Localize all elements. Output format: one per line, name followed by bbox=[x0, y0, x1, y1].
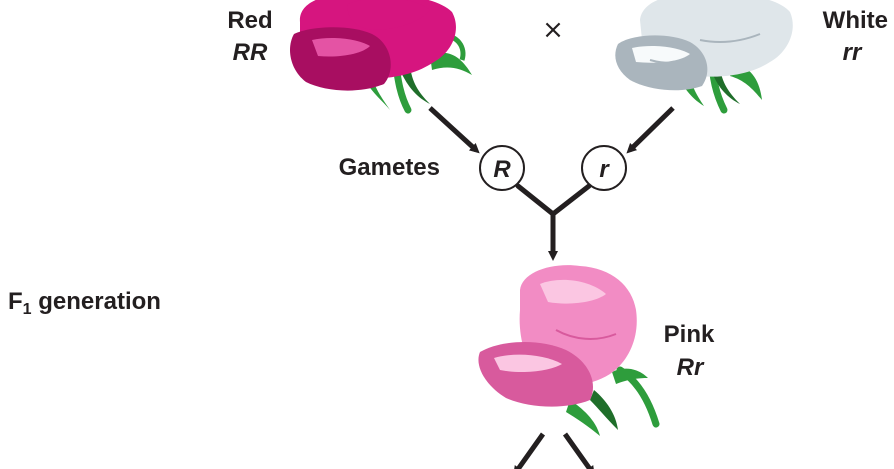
f1-label-main: F bbox=[8, 288, 23, 315]
cross-symbol: × bbox=[542, 15, 564, 45]
f1-label-rest: generation bbox=[31, 288, 161, 315]
pink-flower-petal-highlight bbox=[540, 279, 606, 304]
white-flower bbox=[615, 0, 793, 114]
red-flower-petal-front bbox=[347, 0, 430, 30]
white-flower-petal-front bbox=[685, 0, 766, 30]
arrow-red-to-gamete-R bbox=[428, 106, 480, 154]
red-flower bbox=[290, 0, 472, 114]
pink-flower-sepal-right bbox=[612, 368, 648, 384]
arrow-f1-right bbox=[562, 432, 595, 469]
pink-offspring-phenotype: Pink bbox=[663, 321, 715, 348]
cross-arrows bbox=[428, 106, 675, 469]
pink-flower-petal-fold-highlight bbox=[494, 354, 562, 372]
pink-offspring-genotype: Rr bbox=[676, 354, 704, 381]
arrow-white-to-gamete-r bbox=[626, 106, 675, 154]
gamete-allele-r: r bbox=[599, 156, 610, 183]
white-parent-phenotype: White bbox=[822, 7, 888, 34]
red-flower-sepal-right bbox=[430, 52, 472, 75]
red-flower-petal-highlight bbox=[312, 38, 370, 57]
join-line-r bbox=[550, 183, 592, 217]
gamete-allele-R: R bbox=[493, 156, 511, 183]
f1-label-subscript: 1 bbox=[22, 301, 32, 318]
white-parent-genotype: rr bbox=[842, 39, 862, 66]
f1-generation-label: F1 generation bbox=[8, 290, 161, 318]
red-flower-sepal-mid bbox=[400, 66, 430, 104]
gamete-circles: R r bbox=[479, 145, 627, 191]
red-flower-petal-fold bbox=[290, 27, 391, 91]
pink-flower-sepal-left bbox=[566, 400, 600, 436]
pink-flower-sepal-mid bbox=[590, 390, 618, 430]
pink-flower bbox=[478, 265, 660, 436]
gamete-circle-R bbox=[479, 145, 525, 191]
red-parent-phenotype: Red bbox=[227, 7, 273, 34]
red-parent-genotype: RR bbox=[232, 39, 268, 66]
arrow-f1-left bbox=[513, 432, 546, 469]
join-line-R bbox=[515, 183, 556, 217]
white-flower-petal-highlight bbox=[632, 46, 690, 63]
gametes-label: Gametes bbox=[338, 154, 440, 181]
white-flower-sepal-mid bbox=[712, 68, 740, 104]
gamete-circle-r bbox=[581, 145, 627, 191]
